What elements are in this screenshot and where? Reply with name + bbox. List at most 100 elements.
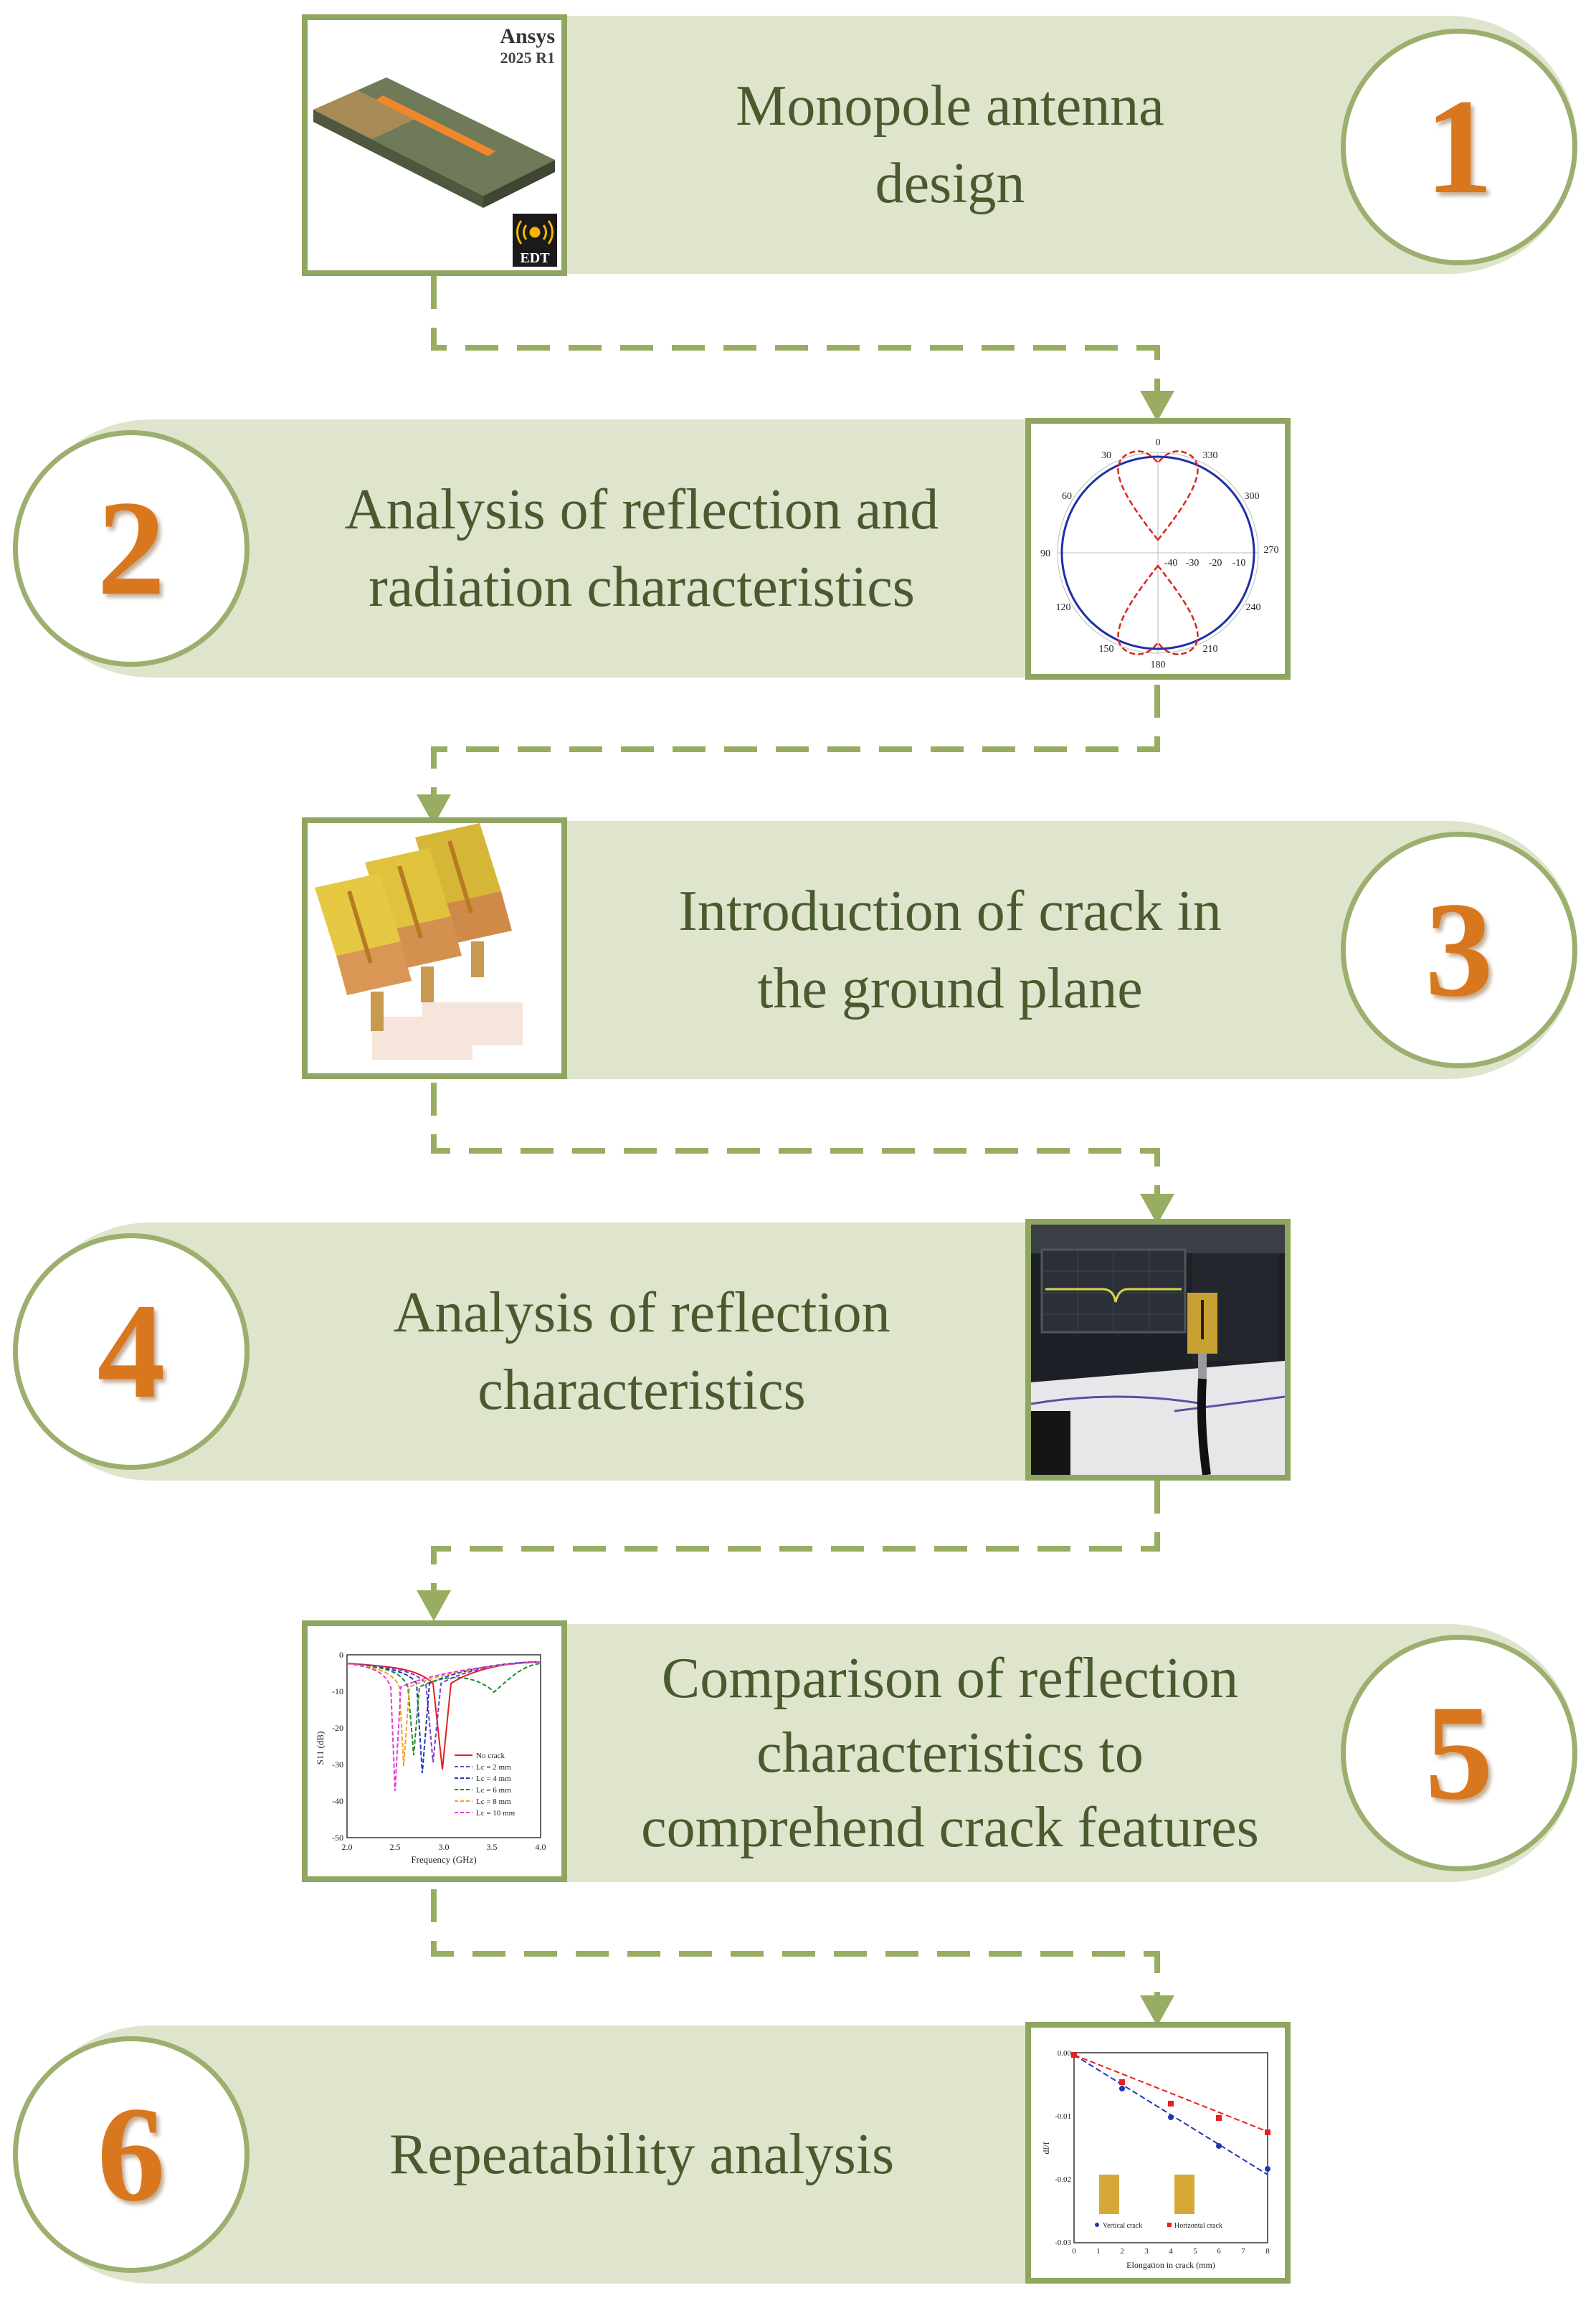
step-6-number: 6: [97, 2079, 166, 2230]
angle-210: 210: [1203, 644, 1218, 655]
arrow-head-4: [417, 1590, 451, 1621]
df-xtick-3: 3: [1144, 2247, 1149, 2256]
step-1-line-1: Monopole antenna: [736, 75, 1164, 138]
step-4-number: 4: [97, 1276, 166, 1427]
angle-180: 180: [1151, 660, 1166, 670]
df-legend-1: Horizontal crack: [1174, 2222, 1222, 2230]
angle-60: 60: [1062, 491, 1072, 502]
s11-xlabel: Frequency (GHz): [411, 1854, 476, 1865]
df-ytick-3: -0.03: [1055, 2238, 1071, 2247]
step-1-badge: 1: [1341, 29, 1577, 265]
step-2-line-1: Analysis of reflection and: [344, 478, 939, 541]
s11-plot-frame: [346, 1654, 541, 1838]
angle-330: 330: [1203, 450, 1218, 461]
step-3-line-2: the ground plane: [757, 957, 1143, 1020]
s11-xtick-1: 2.5: [390, 1842, 401, 1852]
step-5-number: 5: [1425, 1678, 1493, 1828]
step-3-badge: 3: [1341, 832, 1577, 1068]
arrow-head-2: [417, 794, 451, 825]
step-3-text: Introduction of crack in the ground plane: [574, 821, 1326, 1079]
step-2-badge: 2: [13, 430, 250, 667]
vna-trace: [1045, 1288, 1182, 1303]
df-xtick-2: 2: [1120, 2247, 1124, 2256]
angle-0: 0: [1156, 437, 1161, 448]
horizontal-crack-fit: [1073, 2054, 1268, 2132]
angle-120: 120: [1056, 602, 1071, 613]
arrow-head-5: [1140, 1995, 1174, 2026]
step-1-text: Monopole antenna design: [574, 16, 1326, 274]
s11-xtick-0: 2.0: [342, 1842, 353, 1852]
s11-curves: [346, 1661, 541, 1792]
repeatability-thumbnail: 0.00 -0.01 -0.02 -0.03 0 1 2 3 4 5 6 7 8…: [1025, 2022, 1291, 2284]
df-ytick-0: 0.00: [1058, 2049, 1072, 2058]
s11-ytick-2: -20: [332, 1723, 343, 1733]
step-6-line-1: Repeatability analysis: [389, 2123, 895, 2186]
s11-comparison-thumbnail: 0 -10 -20 -30 -40 -50 2.0 2.5 3.0 3.5 4.…: [302, 1620, 567, 1882]
step-1-number: 1: [1425, 72, 1493, 222]
step-3-number: 3: [1425, 875, 1493, 1025]
step-1-line-2: design: [875, 152, 1025, 215]
angle-30: 30: [1101, 450, 1111, 461]
ansys-version: 2025 R1: [500, 49, 555, 67]
step-4-badge: 4: [13, 1233, 250, 1470]
radial-30: -30: [1186, 558, 1200, 569]
step-4-line-2: characteristics: [478, 1359, 806, 1422]
df-ytick-1: -0.01: [1055, 2112, 1071, 2121]
arrow-head-3: [1140, 1194, 1174, 1225]
step-4-text: Analysis of reflection characteristics: [251, 1222, 1032, 1481]
df-plot-frame: [1073, 2052, 1268, 2243]
s11-xtick-2: 3.0: [439, 1842, 450, 1852]
df-xtick-8: 8: [1265, 2247, 1270, 2256]
df-xtick-7: 7: [1241, 2247, 1245, 2256]
s11-legend-2: Lc = 4 mm: [476, 1775, 511, 1783]
df-xlabel: Elongation in crack (mm): [1126, 2260, 1215, 2270]
angle-150: 150: [1099, 644, 1114, 655]
edt-label: EDT: [520, 250, 550, 266]
step-6-badge: 6: [13, 2036, 250, 2273]
step-2-line-2: radiation characteristics: [369, 556, 915, 619]
df-xtick-5: 5: [1193, 2247, 1197, 2256]
radial-20: -20: [1209, 558, 1222, 569]
step-2-number: 2: [97, 473, 166, 624]
measurement-setup-thumbnail: [1025, 1219, 1291, 1481]
step-5-text: Comparison of reflection characteristics …: [559, 1624, 1341, 1882]
vertical-crack-points: [1071, 2052, 1270, 2172]
antenna-sample-1: [315, 873, 412, 1031]
radiation-pattern-thumbnail: 0 30 60 90 120 150 180 210 240 270 300 3…: [1025, 418, 1291, 680]
step-5-line-3: comprehend crack features: [641, 1796, 1259, 1859]
arrow-head-1: [1140, 391, 1174, 422]
angle-90: 90: [1040, 548, 1050, 559]
angle-270: 270: [1264, 545, 1279, 556]
step-6-text: Repeatability analysis: [251, 2025, 1032, 2284]
step-4-line-1: Analysis of reflection: [393, 1281, 890, 1344]
step-5-badge: 5: [1341, 1635, 1577, 1871]
s11-xtick-3: 3.5: [487, 1842, 498, 1852]
s11-legend-3: Lc = 6 mm: [476, 1786, 511, 1795]
df-xtick-4: 4: [1169, 2247, 1173, 2256]
step-5-line-1: Comparison of reflection: [661, 1647, 1239, 1710]
horizontal-crack-points: [1071, 2052, 1270, 2135]
df-ytick-2: -0.02: [1055, 2175, 1071, 2184]
radial-10: -10: [1232, 558, 1246, 569]
df-legend-0: Vertical crack: [1103, 2222, 1142, 2230]
step-5-line-2: characteristics to: [756, 1721, 1144, 1785]
step-3-line-1: Introduction of crack in: [678, 880, 1222, 943]
s11-ytick-5: -50: [332, 1833, 343, 1843]
radial-40: -40: [1164, 558, 1178, 569]
s11-ytick-3: -30: [332, 1759, 343, 1770]
crack-samples-thumbnail: [302, 817, 567, 1079]
df-xtick-6: 6: [1217, 2247, 1221, 2256]
s11-ylabel: S11 (dB): [315, 1732, 326, 1765]
step-2-text: Analysis of reflection and radiation char…: [251, 419, 1032, 678]
s11-ytick-1: -10: [332, 1686, 343, 1696]
df-xtick-0: 0: [1072, 2247, 1076, 2256]
angle-240: 240: [1246, 602, 1261, 613]
s11-ytick-4: -40: [332, 1796, 343, 1806]
s11-legend-4: Lc = 8 mm: [476, 1797, 511, 1806]
co-pol-curve: [1060, 455, 1255, 650]
s11-legend-0: No crack: [476, 1752, 505, 1760]
s11-ytick-0: 0: [339, 1650, 343, 1660]
angle-300: 300: [1245, 491, 1260, 502]
df-ylabel: df/f: [1041, 2142, 1051, 2154]
